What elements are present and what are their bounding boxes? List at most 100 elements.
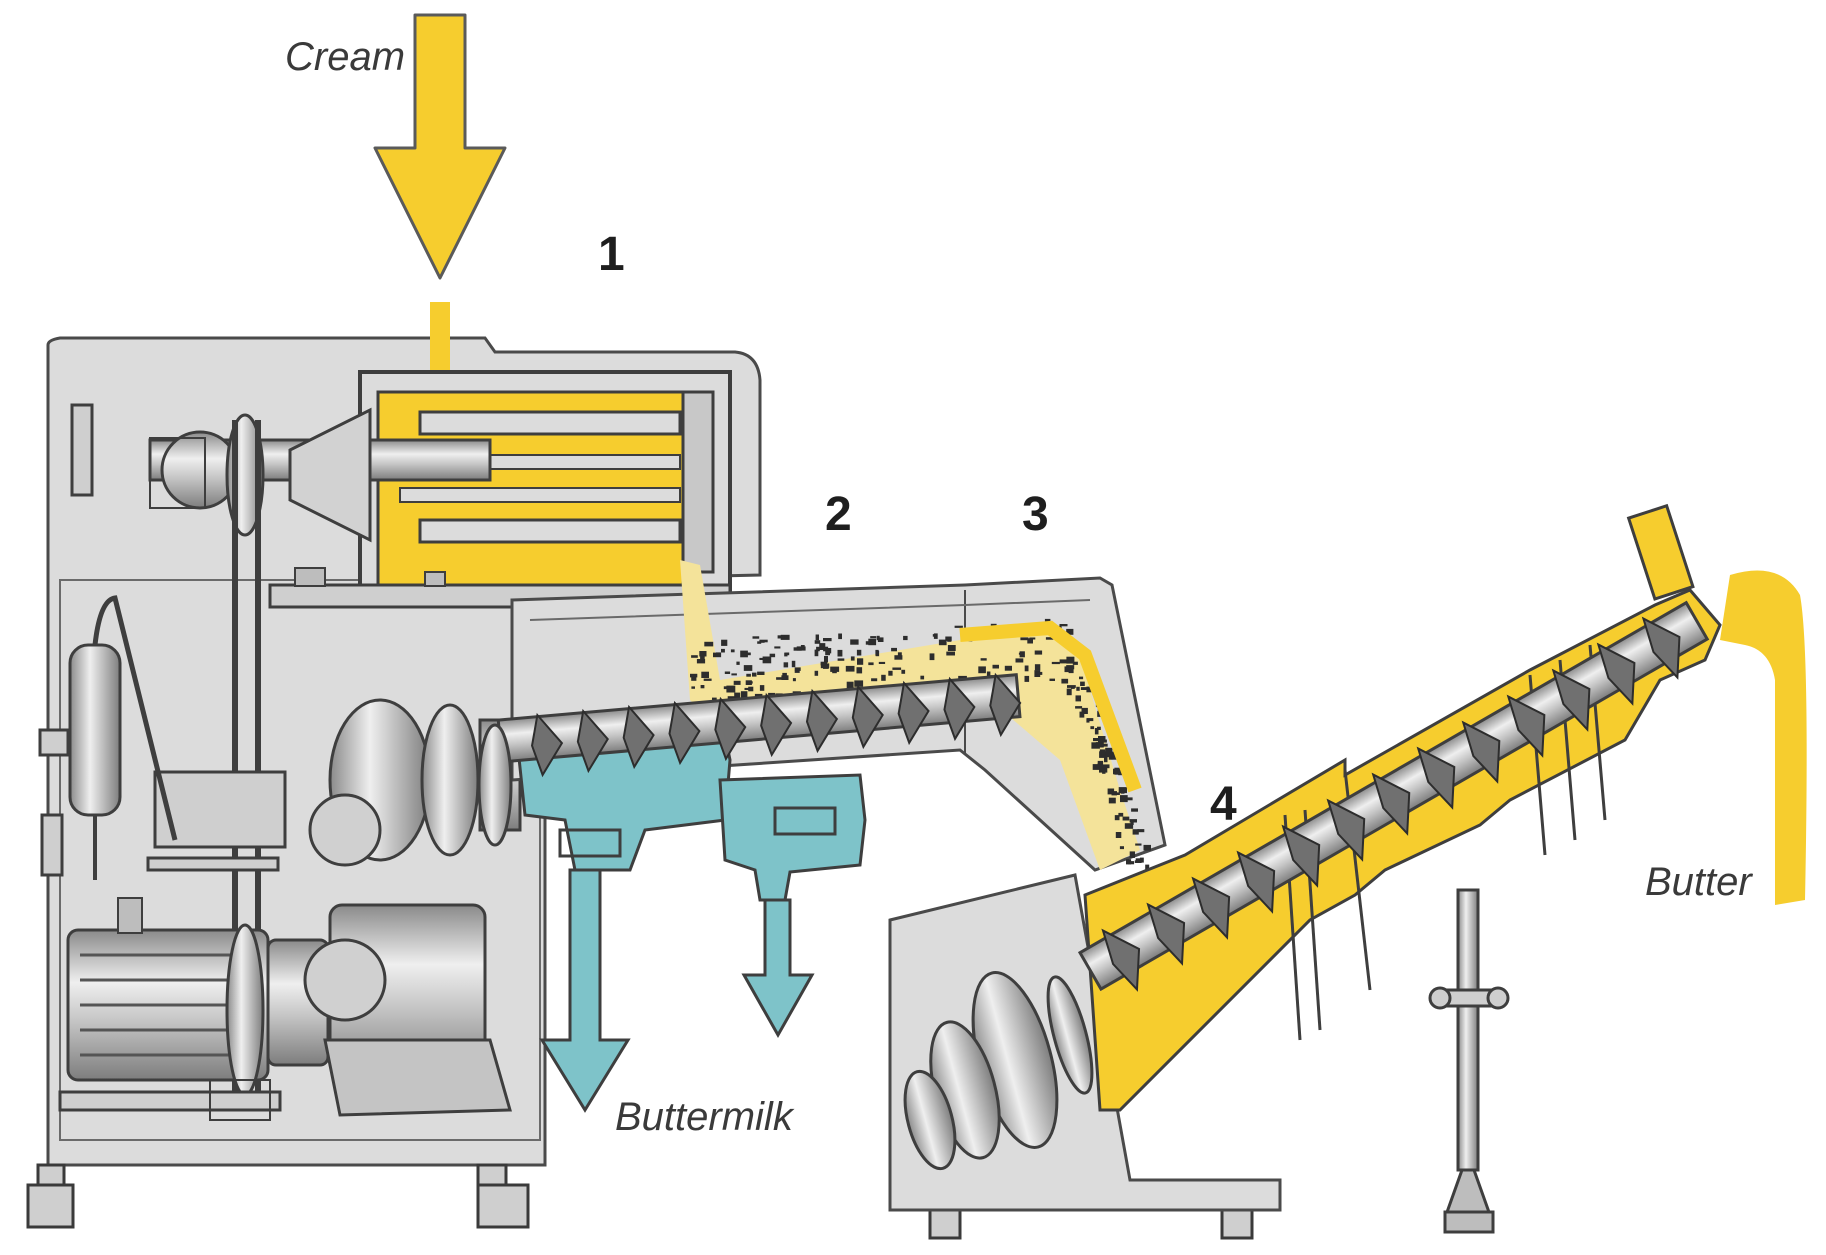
butter-grain: [1024, 665, 1029, 672]
butter-grain: [724, 671, 731, 674]
butter-grain: [823, 638, 832, 642]
butter-grain: [1097, 726, 1101, 730]
butter-grain: [1081, 707, 1088, 714]
butter-grain: [1066, 688, 1072, 696]
butter-grain: [774, 646, 781, 649]
butter-grain: [891, 647, 897, 652]
butter-grain: [933, 633, 938, 639]
butter-grain: [1079, 711, 1085, 718]
buttermilk-label: Buttermilk: [615, 1095, 795, 1139]
butter-grain: [1066, 628, 1074, 635]
butter-grain: [814, 649, 819, 657]
butter-grain: [1122, 816, 1130, 821]
screw-flight: [1101, 928, 1141, 992]
butter-grain: [1124, 797, 1133, 801]
butter-grain: [704, 641, 714, 647]
butter-grain: [850, 656, 855, 661]
butter-grain: [832, 669, 837, 674]
butter-grain: [736, 661, 740, 665]
screw-bearing: [477, 723, 513, 847]
screw-flight: [1416, 746, 1456, 810]
butter-grain: [1132, 829, 1139, 835]
butter-grain: [1111, 791, 1117, 796]
butter-grain: [819, 643, 826, 650]
screw-flight: [1506, 694, 1546, 758]
butter-grain: [743, 665, 753, 671]
butter-grain: [746, 673, 751, 677]
butter-grain: [830, 666, 840, 672]
butter-grain: [1124, 823, 1134, 829]
screw-flight: [943, 676, 976, 742]
butter-grain: [1020, 637, 1029, 641]
butter-grain: [894, 655, 903, 660]
butter-grain: [1076, 686, 1080, 691]
butter-grain: [1120, 795, 1128, 803]
butter-grain: [838, 633, 842, 640]
butter-grain: [792, 678, 796, 682]
butter-grain: [850, 639, 859, 645]
butter-grain: [1139, 857, 1144, 863]
butter-grain: [868, 662, 874, 666]
butter-grain: [1108, 753, 1113, 760]
left-fittings: [38, 403, 287, 877]
filter-tank: [68, 595, 178, 880]
butter-grain: [1044, 618, 1051, 623]
butter-grain: [1024, 675, 1030, 682]
butter-grain: [845, 665, 855, 672]
butter-grain: [1118, 812, 1124, 817]
butter-grain: [700, 655, 705, 663]
machine-feet: [26, 1163, 1254, 1240]
butter-grain: [823, 646, 829, 652]
section-number-1: 1: [598, 228, 625, 281]
butter-grain: [733, 680, 741, 685]
butter-grain: [1092, 764, 1102, 770]
butter-grain: [1130, 820, 1134, 825]
butter-grain: [871, 678, 878, 682]
butter-grain: [1099, 765, 1108, 773]
screw-flight: [1641, 616, 1681, 680]
butter-grain: [1091, 742, 1100, 749]
butter-grain: [696, 659, 706, 664]
section-number-3: 3: [1022, 488, 1049, 541]
butter-grain: [825, 649, 830, 656]
screw-flight: [1281, 824, 1321, 888]
butter-grain: [824, 656, 828, 663]
butter-grain: [837, 658, 845, 661]
butter-grain: [938, 639, 947, 646]
butter-grain: [1094, 728, 1099, 735]
butter-grain: [875, 650, 880, 657]
butter-grain: [730, 649, 735, 653]
butter-grain: [878, 661, 886, 664]
butter-grain: [759, 685, 765, 691]
butter-grain: [881, 674, 886, 681]
butter-grain: [726, 685, 736, 693]
butter-grain: [745, 680, 752, 685]
butter-grain: [744, 687, 752, 690]
butter-grain: [992, 664, 999, 669]
butter-grain: [814, 670, 819, 676]
butter-grain: [748, 686, 754, 692]
butter-grain: [791, 660, 796, 668]
butter-grain: [769, 653, 776, 658]
butter-grain: [1104, 755, 1108, 763]
butter-grain: [1064, 667, 1074, 670]
butter-grain: [1080, 687, 1090, 690]
buttermilk-outlet-arrows: [539, 868, 815, 1113]
butter-grain: [1107, 788, 1115, 795]
butter-grain: [954, 625, 963, 628]
butter-grain: [1004, 665, 1012, 671]
butter-grain: [814, 640, 821, 644]
butter-grain: [946, 651, 955, 656]
butter-grain: [1137, 829, 1145, 833]
butter-grain: [721, 639, 728, 646]
butter-grain: [1049, 678, 1055, 681]
butter-grain: [903, 635, 908, 641]
butter-grain: [700, 685, 705, 689]
butter-grain: [1102, 771, 1106, 774]
butter-grain: [699, 651, 707, 657]
section-number-2: 2: [825, 488, 852, 541]
screw-flight: [989, 672, 1022, 738]
butter-grain: [1135, 858, 1144, 862]
butter-grain: [1119, 846, 1124, 850]
butter-grain: [757, 641, 762, 644]
